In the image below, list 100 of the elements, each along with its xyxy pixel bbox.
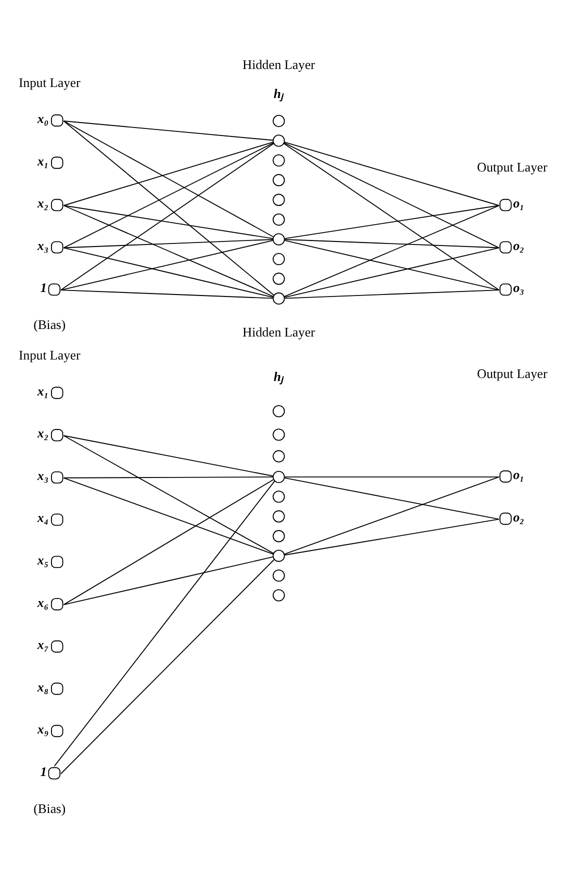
label: hⱼ [274, 368, 283, 384]
connector [63, 142, 274, 248]
connector [63, 476, 274, 478]
node-circle [51, 724, 64, 737]
node-circle [51, 682, 64, 694]
node-label: x₃ [37, 237, 49, 252]
node-circle [272, 490, 285, 502]
node-circle [272, 174, 285, 186]
node-circle [51, 386, 64, 398]
label: Hidden Layer [242, 56, 316, 72]
connector [284, 246, 500, 298]
connector [63, 238, 274, 248]
connector [284, 204, 500, 297]
node-label: o₁ [513, 466, 524, 482]
node-label: x₅ [37, 552, 49, 567]
connector [284, 518, 500, 555]
node-circle [272, 510, 285, 522]
node-label: o₂ [513, 237, 524, 252]
node-circle [272, 114, 285, 127]
connector [284, 476, 500, 554]
node-circle [500, 198, 512, 211]
connector [60, 289, 274, 298]
node-circle [48, 766, 60, 779]
node-label: x₉ [37, 721, 49, 736]
node-label: x₇ [37, 636, 49, 652]
connector [284, 476, 500, 477]
node-label: x₂ [37, 425, 49, 440]
connector [63, 204, 274, 297]
node-circle [272, 588, 285, 601]
node-label: x₁ [37, 382, 49, 398]
connector [60, 142, 274, 290]
node-label: o₁ [513, 195, 524, 210]
node-circle [272, 549, 285, 562]
node-circle [272, 404, 285, 417]
node-circle [272, 450, 285, 462]
label: Output Layer [477, 158, 548, 174]
node-circle [272, 272, 285, 284]
node-circle [500, 282, 512, 296]
connector [284, 238, 500, 248]
node-label: x₄ [37, 510, 49, 525]
node-circle [272, 292, 285, 304]
connector [284, 240, 500, 290]
connector [284, 204, 500, 239]
node-circle [51, 513, 64, 526]
node-label: 1 [40, 763, 47, 778]
node-circle [272, 193, 285, 206]
node-label: x₆ [37, 594, 49, 610]
node-circle [272, 428, 285, 440]
node-circle [272, 470, 285, 483]
label: Output Layer [477, 366, 548, 381]
node-label: x₂ [37, 195, 49, 210]
connector [284, 289, 500, 298]
node-circle [48, 282, 60, 296]
label: Input Layer [18, 346, 80, 362]
connector [63, 476, 274, 554]
connector [284, 142, 500, 248]
node-circle [51, 156, 64, 168]
node-circle [272, 252, 285, 265]
connector [63, 141, 274, 206]
node-label: x₀ [37, 110, 49, 126]
label: Hidden Layer [242, 324, 316, 340]
label: (Bias) [34, 800, 66, 816]
connector [63, 120, 274, 140]
node-circle [51, 198, 64, 211]
node-circle [272, 568, 285, 582]
connector [60, 240, 274, 290]
connector [63, 204, 274, 239]
node-circle [272, 213, 285, 226]
node-circle [51, 470, 64, 484]
connector [63, 434, 274, 476]
node-circle [51, 598, 64, 610]
connector [284, 141, 500, 206]
node-label: x₃ [37, 467, 49, 482]
connector [283, 142, 500, 290]
connector [63, 478, 274, 605]
node-circle [500, 512, 512, 524]
node-label: x₁ [37, 152, 49, 168]
node-label: 1 [40, 280, 47, 295]
node-label: o₂ [513, 508, 524, 524]
label: (Bias) [34, 316, 66, 332]
connector [63, 556, 274, 605]
node-circle [51, 428, 64, 441]
node-circle [272, 134, 285, 146]
node-circle [272, 154, 285, 166]
node-circle [500, 240, 512, 253]
node-circle [272, 530, 285, 542]
node-circle [51, 240, 64, 253]
connector [284, 476, 500, 520]
node-circle [51, 114, 64, 126]
node-circle [51, 640, 64, 652]
connector [63, 120, 274, 237]
node-label: o₃ [513, 280, 524, 295]
node-label: x₈ [37, 678, 49, 694]
connector [60, 558, 275, 774]
connector [63, 120, 274, 296]
connector [63, 246, 274, 298]
label: Input Layer [18, 74, 80, 90]
connector [54, 480, 276, 766]
node-circle [500, 470, 512, 482]
label: hⱼ [274, 86, 283, 101]
